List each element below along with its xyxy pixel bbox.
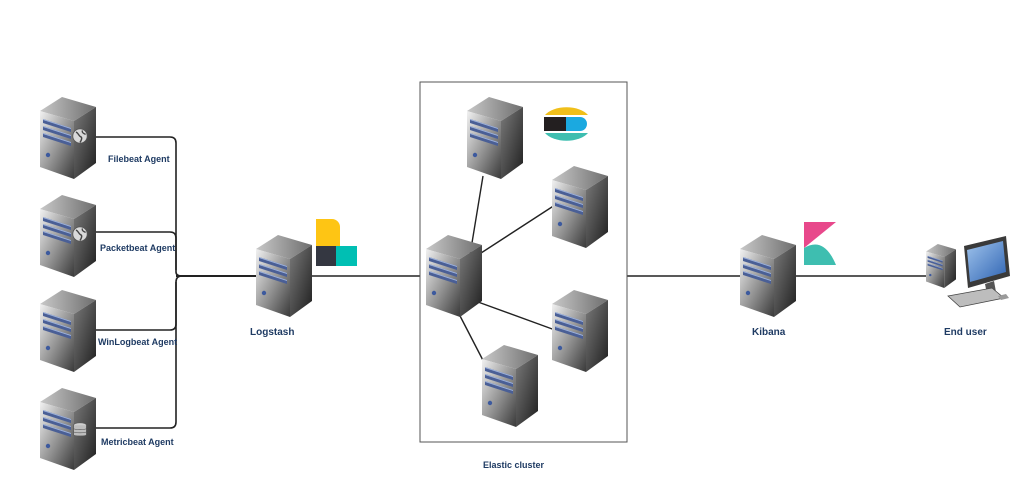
elastic-cluster-box: [419, 81, 628, 443]
cluster-node-5: [482, 345, 538, 427]
agent-connectors: [95, 136, 928, 429]
globe-icon: [72, 128, 88, 144]
logstash-label: Logstash: [250, 327, 294, 338]
agent-label-filebeat: Filebeat Agent: [108, 154, 170, 164]
agent-server-metricbeat: [40, 388, 96, 470]
end-user-workstation: [926, 236, 1010, 308]
cluster-link: [469, 175, 484, 256]
cluster-label: Elastic cluster: [483, 460, 545, 470]
connector-packetbeat: [95, 231, 177, 270]
monitor-icon: [964, 236, 1010, 294]
agent-server-packetbeat: [40, 195, 96, 277]
database-icon: [73, 422, 87, 437]
connector-winlogbeat: [95, 282, 177, 331]
cluster-link: [477, 204, 556, 256]
cluster-link: [477, 301, 556, 331]
elasticsearch-logo: [544, 107, 588, 141]
connector-metricbeat: [95, 275, 183, 429]
cluster-node-1: [467, 97, 523, 179]
kibana-logo: [804, 222, 836, 265]
cluster-node-3: [426, 235, 482, 317]
globe-icon: [72, 226, 88, 242]
cluster-node-2: [552, 166, 608, 248]
kibana-server: [740, 235, 796, 317]
end-user-label: End user: [944, 327, 987, 338]
agent-server-filebeat: [40, 97, 96, 179]
agent-label-packetbeat: Packetbeat Agent: [100, 243, 175, 253]
logstash-logo: [316, 219, 357, 266]
logstash-server: [256, 235, 312, 317]
agent-server-winlogbeat: [40, 290, 96, 372]
agent-label-winlogbeat: WinLogbeat Agent: [98, 337, 177, 347]
kibana-label: Kibana: [752, 327, 786, 338]
keyboard-icon: [947, 287, 1009, 308]
cluster-node-4: [552, 290, 608, 372]
agent-label-metricbeat: Metricbeat Agent: [101, 437, 174, 447]
